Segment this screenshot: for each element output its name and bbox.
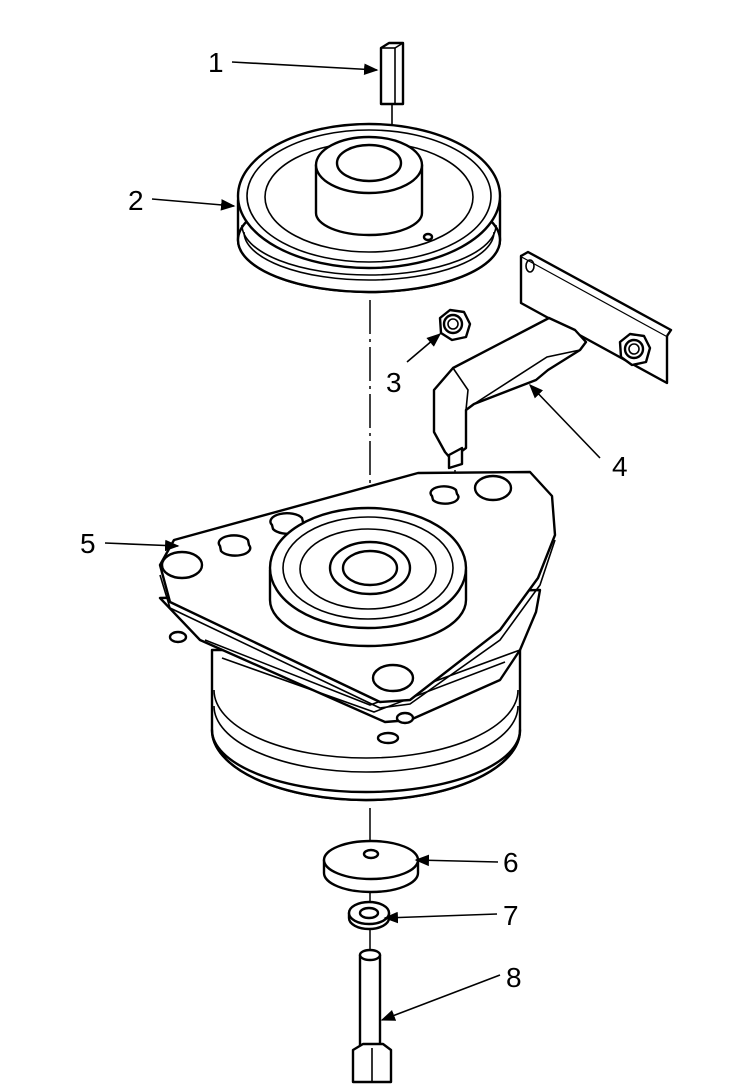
callout-5: 5 [80,528,96,559]
lock-washer-part [347,900,391,931]
callout-4: 4 [612,451,628,482]
callout-2: 2 [128,185,144,216]
callout-3: 3 [386,367,402,398]
nut-part-left [438,308,472,342]
callout-6: 6 [503,847,519,878]
bolt-part [351,948,393,1084]
callout-1: 1 [208,47,224,78]
pulley-part [236,122,502,294]
callout-7: 7 [503,900,519,931]
washer-part [322,839,420,894]
callout-leaders [104,61,601,1021]
nut-part-right [618,332,652,367]
clutch-part [158,470,557,802]
callout-8: 8 [506,962,522,993]
